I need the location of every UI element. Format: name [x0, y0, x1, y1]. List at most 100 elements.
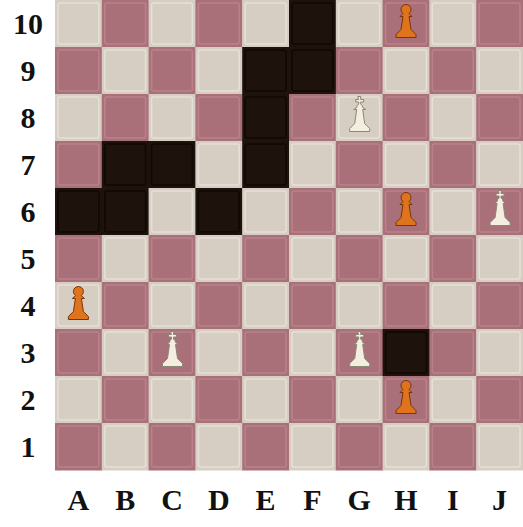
square-bevel	[432, 285, 473, 326]
square-bevel	[432, 50, 473, 91]
board-square	[429, 47, 476, 95]
square-bevel	[198, 3, 239, 44]
square-bevel	[105, 50, 146, 91]
square-bevel	[198, 285, 239, 326]
board-square	[429, 329, 476, 377]
square-bevel	[386, 285, 427, 326]
board-square	[429, 235, 476, 283]
orange-piece	[396, 5, 416, 38]
square-bevel	[105, 97, 146, 138]
board-square	[336, 329, 383, 377]
square-bevel	[198, 426, 239, 467]
board-square	[242, 0, 289, 48]
board-square	[429, 423, 476, 471]
column-letter: F	[303, 485, 321, 515]
square-bevel	[479, 332, 520, 373]
board-square	[476, 329, 523, 377]
row-number: 8	[21, 103, 36, 133]
board-square	[149, 0, 196, 48]
row-number: 10	[13, 9, 43, 39]
square-bevel	[198, 97, 239, 138]
board-square	[383, 376, 430, 424]
square-bevel	[386, 97, 427, 138]
square-bevel	[198, 379, 239, 420]
square-bevel	[58, 50, 99, 91]
square-bevel	[292, 332, 333, 373]
board-square	[383, 94, 430, 142]
column-letter: E	[256, 485, 276, 515]
board-square	[242, 376, 289, 424]
board-square	[383, 0, 430, 48]
square-bevel	[386, 3, 427, 44]
board-square	[195, 282, 242, 330]
square-bevel	[198, 50, 239, 91]
board-square	[149, 329, 196, 377]
blocked-square	[149, 141, 196, 189]
square-bevel	[58, 426, 99, 467]
board-square	[383, 141, 430, 189]
square-bevel	[432, 3, 473, 44]
square-bevel	[198, 332, 239, 373]
square-bevel	[245, 285, 286, 326]
square-bevel	[105, 332, 146, 373]
square-bevel	[386, 426, 427, 467]
board-square	[55, 0, 102, 48]
square-bevel	[479, 3, 520, 44]
square-bevel	[198, 144, 239, 185]
square-bevel	[386, 191, 427, 232]
board-square	[149, 94, 196, 142]
board-square	[55, 94, 102, 142]
square-bevel	[386, 144, 427, 185]
square-bevel	[292, 3, 333, 44]
square-bevel	[152, 285, 193, 326]
blocked-square	[289, 47, 336, 95]
board-square	[195, 235, 242, 283]
square-bevel	[292, 50, 333, 91]
board-square	[476, 0, 523, 48]
board-square	[383, 47, 430, 95]
board-square	[429, 282, 476, 330]
square-bevel	[58, 332, 99, 373]
square-bevel	[386, 50, 427, 91]
row-number: 9	[21, 56, 36, 86]
board-square	[336, 235, 383, 283]
column-letter: G	[348, 485, 371, 515]
square-bevel	[245, 238, 286, 279]
square-bevel	[339, 191, 380, 232]
white-piece	[350, 332, 370, 367]
board-square	[429, 188, 476, 236]
square-bevel	[479, 426, 520, 467]
board-square	[55, 282, 102, 330]
board-square	[102, 423, 149, 471]
board-square	[242, 282, 289, 330]
square-bevel	[152, 144, 193, 185]
orange-piece	[396, 381, 416, 414]
board-square	[242, 188, 289, 236]
board-square	[383, 235, 430, 283]
square-bevel	[479, 379, 520, 420]
square-bevel	[105, 191, 146, 232]
orange-piece	[68, 287, 88, 320]
board-square	[149, 188, 196, 236]
board-square	[55, 141, 102, 189]
board-square	[289, 423, 336, 471]
board-square	[476, 282, 523, 330]
board-square	[336, 0, 383, 48]
board-square	[102, 376, 149, 424]
square-bevel	[105, 238, 146, 279]
column-letter: I	[447, 485, 459, 515]
board-square	[55, 47, 102, 95]
board-square	[476, 376, 523, 424]
blocked-square	[195, 188, 242, 236]
square-bevel	[292, 379, 333, 420]
square-bevel	[292, 426, 333, 467]
blocked-square	[102, 141, 149, 189]
row-number: 5	[21, 244, 36, 274]
square-bevel	[292, 238, 333, 279]
square-bevel	[152, 3, 193, 44]
board-square	[289, 282, 336, 330]
square-bevel	[339, 426, 380, 467]
square-bevel	[432, 426, 473, 467]
board-square	[383, 282, 430, 330]
square-bevel	[152, 191, 193, 232]
